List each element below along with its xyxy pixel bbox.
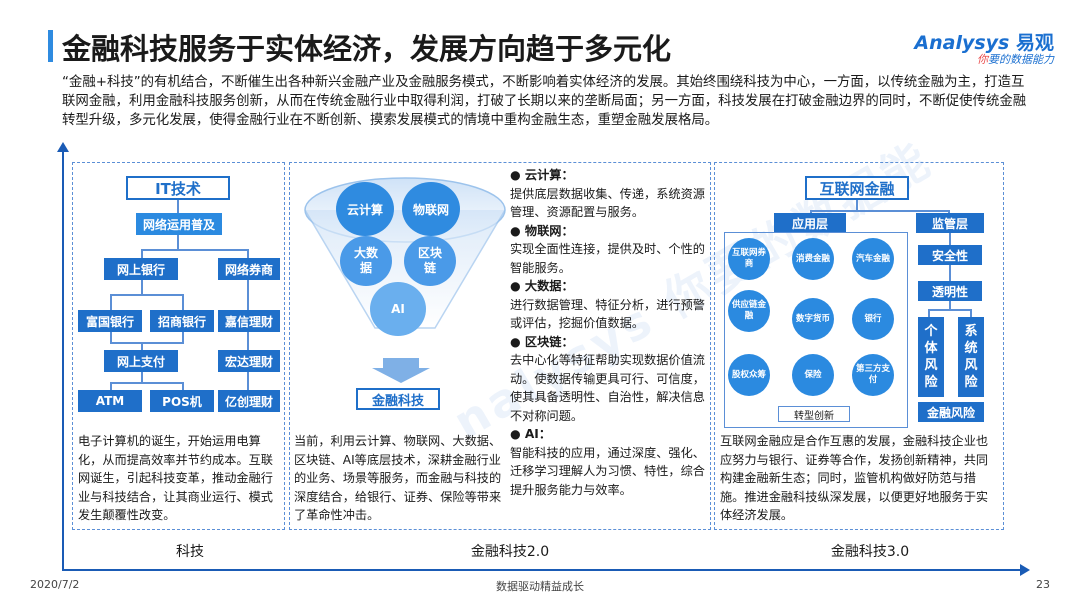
intro-paragraph: “金融+科技”的有机结合，不断催生出各种新兴金融产业及金融服务模式，不断影响着实… — [62, 75, 1027, 128]
reg-layer-box: 监管层 — [916, 213, 984, 233]
circle-internet-broker: 互联网券商 — [728, 238, 770, 280]
y-axis — [62, 150, 64, 570]
circle-third-party-pay: 第三方支付 — [852, 354, 894, 396]
personal-risk-box: 个体风险 — [918, 317, 944, 397]
ai-circle: AI — [370, 282, 426, 336]
fuguo-bank-box: 富国银行 — [78, 310, 142, 332]
panel-tech — [72, 162, 285, 530]
jiaxin-box: 嘉信理财 — [218, 310, 280, 332]
bullet-cloud: ● 云计算：提供底层数据收集、传递，系统资源管理、资源配置与服务。 — [510, 168, 705, 219]
security-box: 安全性 — [918, 245, 982, 265]
circle-auto-finance: 汽车金融 — [852, 238, 894, 280]
fin2-desc: 当前，利用云计算、物联网、大数据、区块链、AI等底层技术，深耕金融行业的业务、场… — [294, 434, 502, 522]
footer-slogan: 数据驱动精益成长 — [496, 580, 584, 593]
transform-label: 转型创新 — [778, 406, 850, 422]
bigdata-circle: 大数据 — [340, 236, 392, 286]
circle-equity-crowdfunding: 股权众筹 — [728, 354, 770, 396]
it-tech-box: IT技术 — [126, 176, 230, 200]
axis-label-fintech2: 金融科技2.0 — [470, 544, 550, 560]
logo-cn: 易观 — [1015, 32, 1054, 54]
page-title: 金融科技服务于实体经济，发展方向趋于多元化 — [62, 32, 672, 66]
fin-risk-box: 金融风险 — [918, 402, 984, 422]
circle-supply-chain: 供应链金融 — [728, 290, 770, 332]
logo-text: Analysys — [914, 32, 1010, 54]
logo-sub: 要的数据能力 — [988, 53, 1054, 66]
circle-insurance: 保险 — [792, 354, 834, 396]
online-pay-box: 网上支付 — [104, 350, 178, 372]
circle-digital-currency: 数字货币 — [792, 298, 834, 340]
circle-bank: 银行 — [852, 298, 894, 340]
pos-box: POS机 — [150, 390, 214, 412]
it-desc: 电子计算机的诞生，开始运用电算化，从而提高效率并节约成本。互联网诞生，引起科技变… — [78, 434, 273, 522]
x-axis — [62, 569, 1022, 571]
axis-label-tech: 科技 — [176, 544, 204, 560]
panel-fintech2 — [289, 162, 711, 530]
bullet-bigdata: ● 大数据：进行数据管理、特征分析，进行预警或评估，挖掘价值数据。 — [510, 279, 705, 330]
app-layer-box: 应用层 — [774, 213, 846, 233]
transparency-box: 透明性 — [918, 281, 982, 301]
footer-date: 2020/7/2 — [30, 578, 80, 591]
title-accent-bar — [48, 30, 53, 62]
axis-label-fintech3: 金融科技3.0 — [830, 544, 910, 560]
panel-fintech3 — [714, 162, 1004, 530]
fin2-bullet-list: ● 云计算：提供底层数据收集、传递，系统资源管理、资源配置与服务。 ● 物联网：… — [510, 166, 710, 499]
network-box: 网络运用普及 — [136, 213, 222, 235]
hongda-box: 宏达理财 — [218, 350, 280, 372]
iot-circle: 物联网 — [402, 182, 460, 236]
circle-consumer-finance: 消费金融 — [792, 238, 834, 280]
y-axis-arrow — [57, 142, 69, 152]
fintech-box: 金融科技 — [356, 388, 440, 410]
online-broker-box: 网络券商 — [218, 258, 280, 280]
blockchain-circle: 区块链 — [404, 236, 456, 286]
app-layer-frame — [724, 232, 908, 428]
atm-box: ATM — [78, 390, 142, 412]
fin3-desc: 互联网金融应是合作互惠的发展，金融科技企业也应努力与银行、证券等合作，发扬创新精… — [720, 434, 989, 522]
logo-sub-hi: 你 — [977, 53, 988, 66]
bullet-blockchain: ● 区块链：去中心化等特征帮助实现数据价值流动。使数据传输更具可行、可信度，使其… — [510, 334, 705, 423]
internet-finance-box: 互联网金融 — [805, 176, 909, 200]
zhaoshang-bank-box: 招商银行 — [150, 310, 214, 332]
brand-logo: Analysys 易观 你要的数据能力 — [904, 28, 1054, 68]
x-axis-arrow — [1020, 564, 1030, 576]
page-number: 23 — [1036, 578, 1050, 591]
yichuang-box: 亿创理财 — [218, 390, 280, 412]
bullet-iot: ● 物联网：实现全面性连接，提供及时、个性的智能服务。 — [510, 223, 705, 275]
cloud-circle: 云计算 — [336, 182, 394, 236]
system-risk-box: 系统风险 — [958, 317, 984, 397]
online-bank-box: 网上银行 — [104, 258, 178, 280]
bullet-ai: ● AI：智能科技的应用，通过深度、强化、迁移学习理解人为习惯、特性，综合提升服… — [510, 427, 705, 497]
